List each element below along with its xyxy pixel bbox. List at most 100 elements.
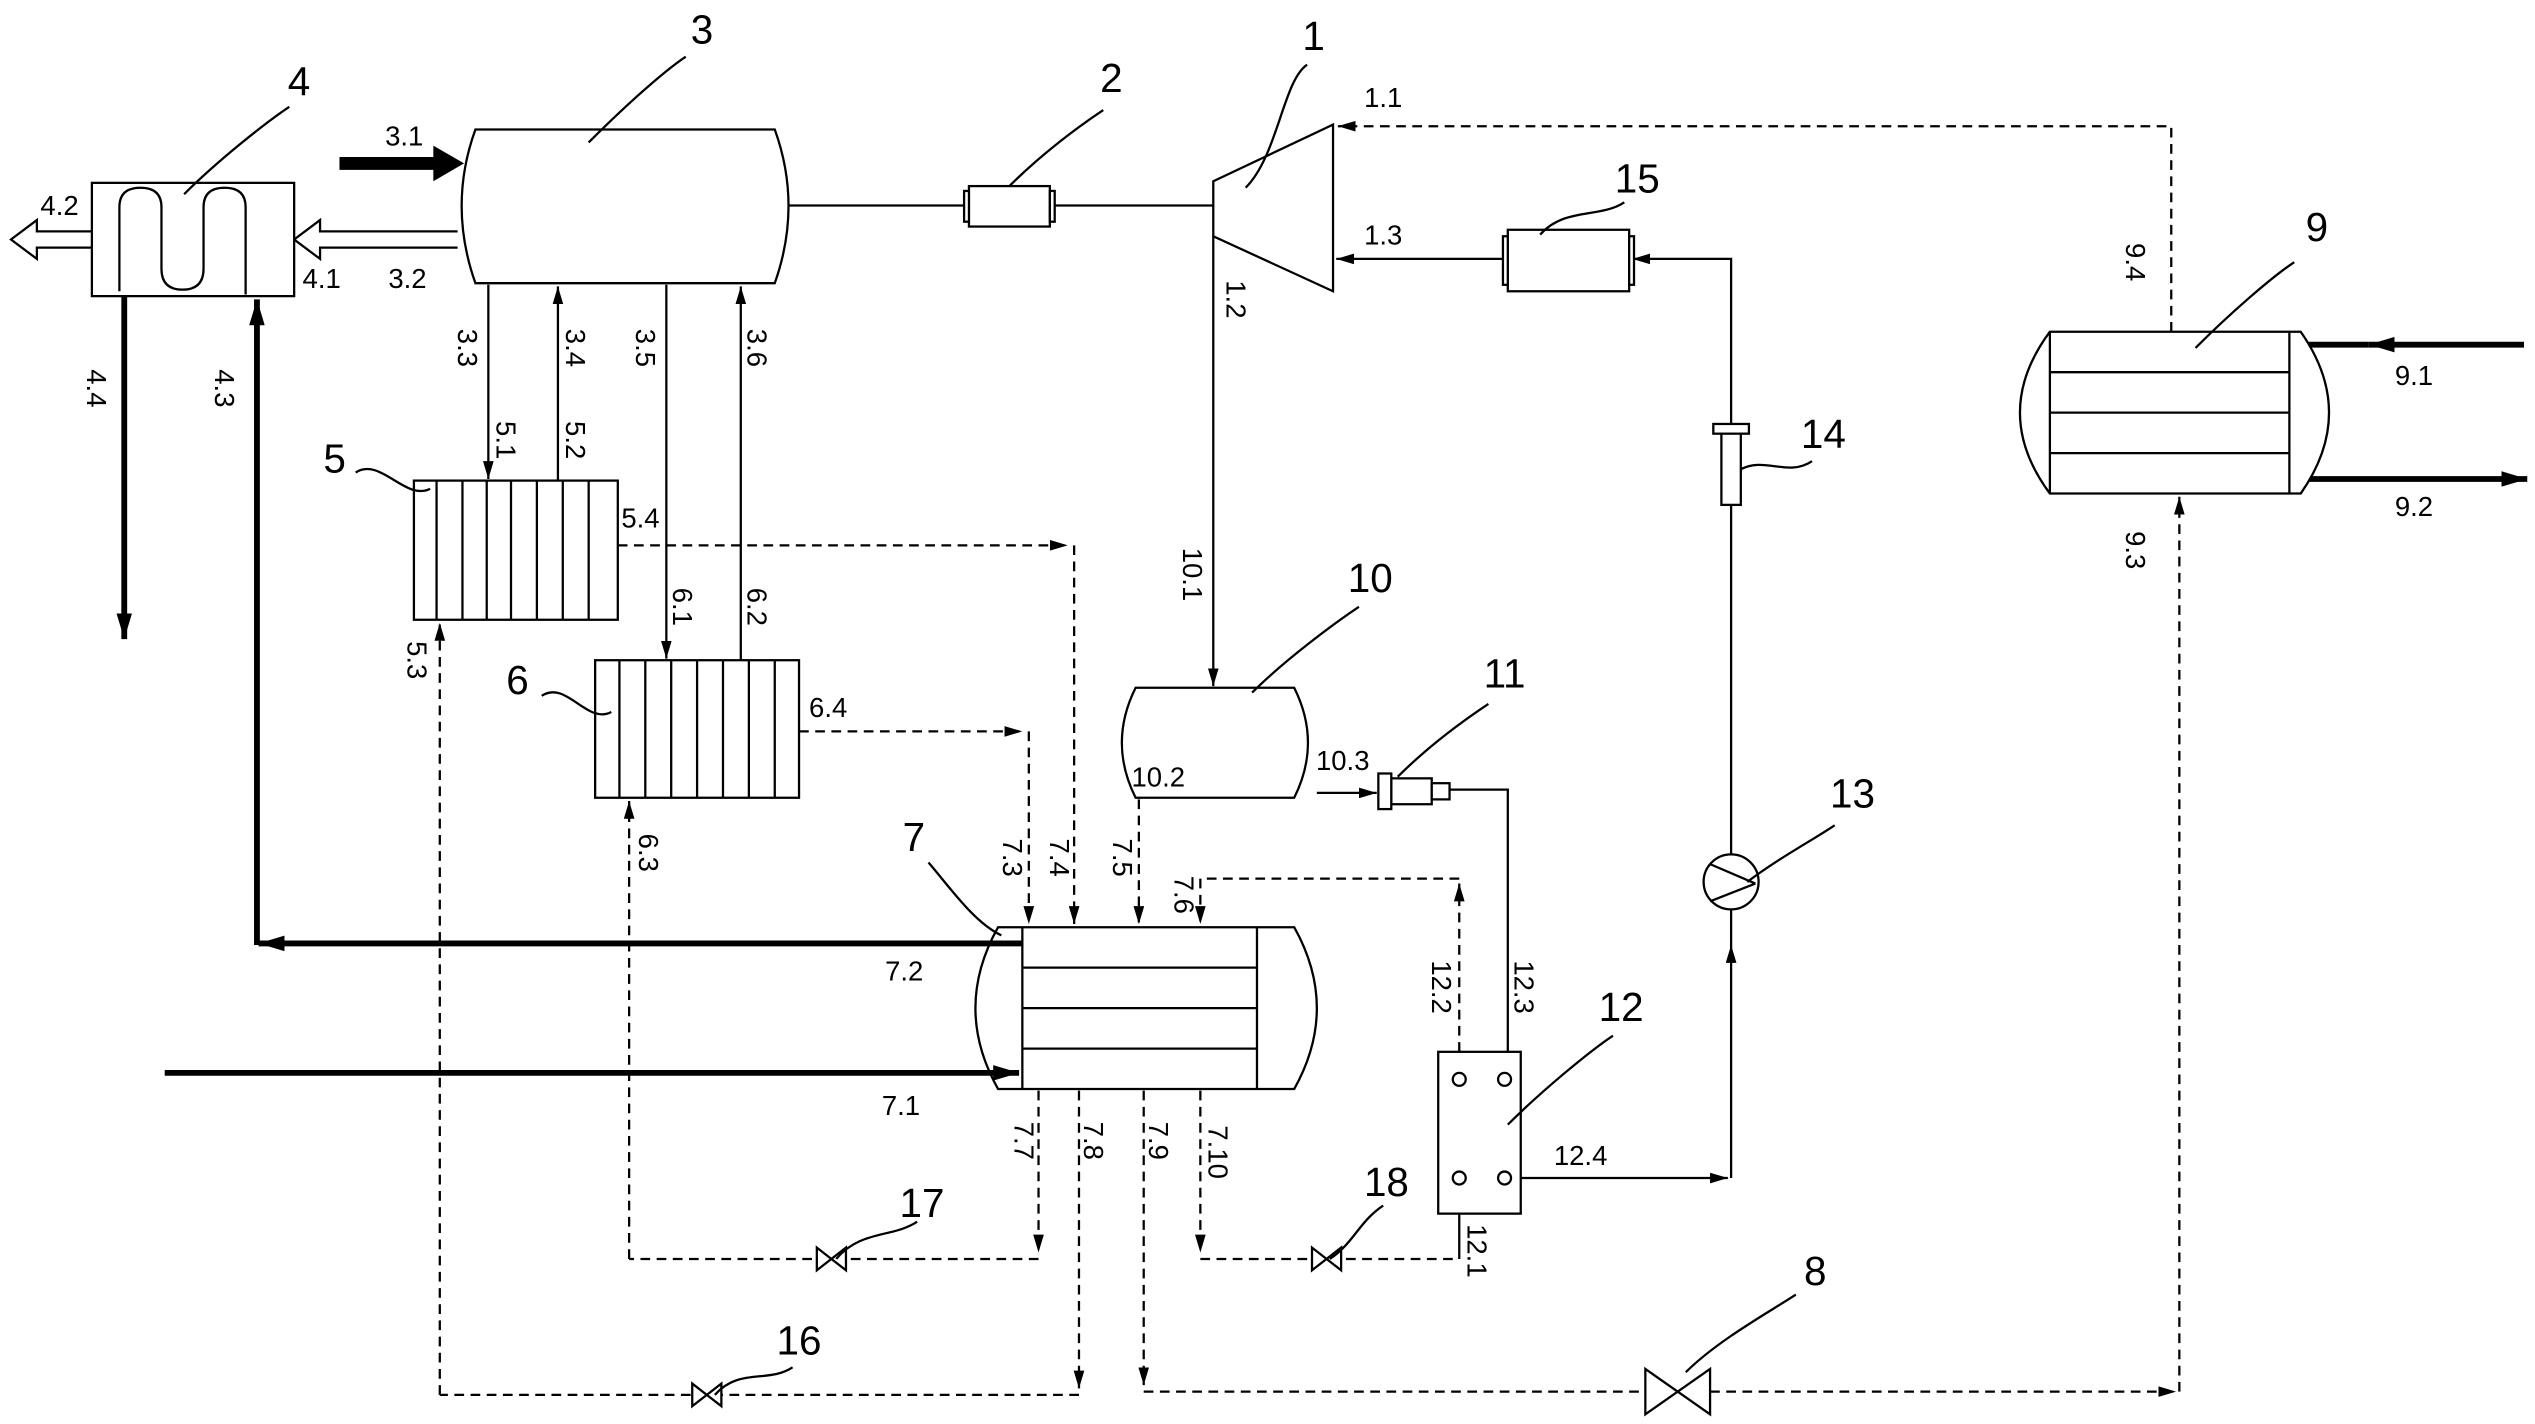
leader-3 — [587, 55, 687, 144]
heat-exchanger-5 — [412, 479, 619, 621]
stream-arrow-4-2 — [9, 217, 92, 262]
label-stream-5-1: 5.1 — [491, 421, 522, 459]
leader-10 — [1251, 605, 1360, 694]
unit-2 — [962, 184, 1056, 228]
label-component-11: 11 — [1484, 651, 1526, 697]
unit-15 — [1501, 228, 1636, 293]
label-component-12: 12 — [1599, 984, 1644, 1030]
valve-16 — [691, 1381, 723, 1409]
label-component-2: 2 — [1100, 55, 1122, 101]
label-stream-4-1: 4.1 — [303, 263, 341, 294]
label-component-10: 10 — [1348, 555, 1393, 601]
label-stream-1-1: 1.1 — [1364, 82, 1402, 113]
label-stream-5-4: 5.4 — [621, 503, 659, 534]
heat-exchanger-6 — [594, 659, 801, 799]
label-component-14: 14 — [1801, 411, 1846, 457]
device-14 — [1712, 422, 1751, 507]
label-stream-6-3: 6.3 — [633, 834, 664, 872]
leader-18 — [1329, 1204, 1384, 1260]
label-stream-7-10: 7.10 — [1203, 1125, 1234, 1179]
label-stream-3-3: 3.3 — [452, 329, 483, 367]
label-stream-4-2: 4.2 — [40, 190, 78, 221]
leader-17 — [835, 1220, 918, 1260]
valve-8 — [1644, 1366, 1712, 1417]
label-stream-7-2: 7.2 — [885, 956, 923, 987]
heat-exchanger-9 — [2018, 330, 2331, 495]
label-component-5: 5 — [323, 436, 346, 482]
device-11 — [1377, 772, 1451, 811]
label-stream-4-3: 4.3 — [209, 369, 240, 407]
label-stream-5-2: 5.2 — [560, 421, 591, 459]
leader-9 — [2194, 261, 2295, 349]
leader-7 — [927, 861, 1002, 937]
label-stream-7-3: 7.3 — [997, 839, 1028, 877]
label-stream-4-4: 4.4 — [81, 369, 112, 407]
label-stream-7-7: 7.7 — [1008, 1122, 1039, 1160]
label-stream-7-8: 7.8 — [1078, 1122, 1109, 1160]
leader-8 — [1684, 1293, 1797, 1374]
heat-exchanger-7 — [974, 926, 1318, 1091]
leader-1 — [1244, 63, 1308, 189]
label-stream-1-2: 1.2 — [1220, 280, 1251, 318]
label-stream-6-1: 6.1 — [667, 588, 698, 626]
leader-14 — [1740, 460, 1813, 471]
label-component-6: 6 — [506, 657, 528, 703]
label-stream-3-2: 3.2 — [388, 263, 426, 294]
label-stream-9-3: 9.3 — [2120, 531, 2151, 569]
label-component-4: 4 — [288, 58, 311, 104]
label-stream-7-9: 7.9 — [1143, 1122, 1174, 1160]
leader-11 — [1396, 702, 1490, 778]
label-stream-3-1: 3.1 — [385, 121, 423, 152]
label-stream-7-6: 7.6 — [1169, 876, 1200, 914]
label-stream-3-5: 3.5 — [630, 329, 661, 367]
stream-line-1-1 — [1337, 120, 2173, 332]
label-component-18: 18 — [1364, 1159, 1409, 1205]
label-component-9: 9 — [2306, 204, 2329, 250]
label-component-8: 8 — [1804, 1248, 1827, 1294]
stream-line-12-3 — [1449, 788, 1514, 1073]
label-stream-1-3: 1.3 — [1364, 219, 1402, 250]
label-stream-12-2: 12.2 — [1426, 960, 1457, 1014]
label-component-3: 3 — [691, 7, 713, 53]
valve-17 — [815, 1245, 848, 1273]
label-stream-9-2: 9.2 — [2395, 491, 2433, 522]
stream-arrow-3-1 — [339, 145, 465, 182]
vessel-3 — [460, 128, 790, 285]
label-stream-6-2: 6.2 — [741, 588, 772, 626]
label-component-7: 7 — [903, 814, 925, 860]
label-stream-7-5: 7.5 — [1107, 839, 1138, 877]
label-component-15: 15 — [1615, 156, 1660, 202]
label-stream-7-4: 7.4 — [1044, 839, 1075, 877]
pump-13 — [1702, 853, 1760, 911]
leader-2 — [1008, 109, 1104, 187]
label-stream-10-3: 10.3 — [1316, 745, 1370, 776]
label-component-17: 17 — [900, 1180, 945, 1226]
tank-10 — [1120, 686, 1309, 799]
leader-6 — [541, 691, 612, 716]
leader-12 — [1506, 1034, 1614, 1126]
turbine-1 — [1212, 122, 1335, 294]
label-stream-9-1: 9.1 — [2395, 360, 2433, 391]
stream-line-14-15 — [1632, 253, 1733, 424]
heat-exchanger-4 — [90, 181, 296, 298]
label-stream-10-2: 10.2 — [1132, 761, 1186, 792]
valve-18 — [1310, 1245, 1343, 1273]
unit-12 — [1437, 1050, 1522, 1215]
leader-5 — [355, 467, 431, 492]
label-stream-3-4: 3.4 — [560, 329, 591, 367]
label-stream-3-6: 3.6 — [741, 329, 772, 367]
label-stream-5-3: 5.3 — [402, 641, 433, 679]
leader-15 — [1539, 201, 1625, 236]
label-stream-12-1: 12.1 — [1462, 1224, 1493, 1278]
leader-lines — [183, 55, 2295, 1396]
label-component-16: 16 — [777, 1317, 822, 1363]
label-component-13: 13 — [1830, 770, 1875, 816]
stream-line-7-6 — [1195, 877, 1460, 924]
label-stream-6-4: 6.4 — [809, 692, 847, 723]
label-stream-10-1: 10.1 — [1177, 548, 1208, 602]
label-stream-12-4: 12.4 — [1554, 1140, 1608, 1171]
label-stream-9-4: 9.4 — [2120, 243, 2151, 281]
label-component-1: 1 — [1302, 13, 1325, 59]
label-stream-12-3: 12.3 — [1508, 960, 1539, 1014]
